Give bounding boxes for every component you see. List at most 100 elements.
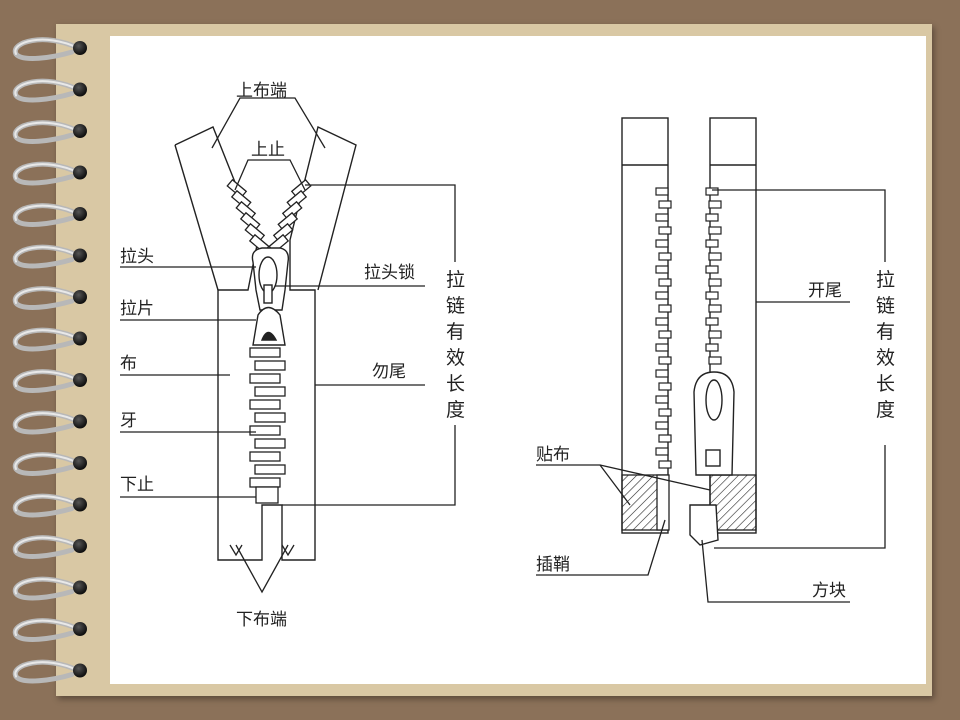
label-slider: 拉头 [120, 247, 154, 267]
tooth [705, 343, 719, 352]
top-stop-leader [234, 159, 306, 191]
binding-ring [12, 37, 87, 61]
lower-tape-end-leader [235, 544, 289, 594]
tooth [708, 226, 722, 235]
label-box: 方块 [812, 581, 846, 601]
diagram-sheet [110, 36, 926, 684]
tooth [254, 386, 286, 397]
tooth [239, 211, 261, 232]
box-leader [701, 539, 850, 603]
binding-ring [12, 327, 87, 352]
left-length-top [305, 184, 456, 262]
binding-ring [12, 659, 87, 684]
tooth [708, 278, 722, 287]
tooth [249, 373, 281, 384]
label-upper-tape-end: 上布端 [236, 81, 287, 101]
tooth [655, 187, 669, 196]
label-patch-tape: 贴布 [536, 445, 570, 465]
slider [251, 247, 290, 346]
tooth [655, 265, 669, 274]
label-bottom-stop: 下止 [120, 475, 154, 495]
lower-teeth [249, 347, 286, 488]
tooth [705, 239, 719, 248]
binding-ring [12, 618, 87, 642]
tooth [655, 395, 669, 404]
tooth [235, 200, 257, 221]
label-open-end: 开尾 [808, 281, 842, 301]
tooth [230, 189, 252, 210]
label-left-effective-length: 拉链有效长度 [446, 269, 465, 421]
binding-ring [12, 203, 87, 227]
label-closed-end: 勿尾 [372, 362, 406, 382]
insertion-pin-leader [536, 519, 666, 576]
tooth [290, 178, 312, 199]
binding-ring [12, 576, 87, 601]
tooth [655, 421, 669, 430]
binding-ring [12, 535, 87, 559]
tooth [655, 447, 669, 456]
tooth [272, 222, 294, 243]
tooth [705, 213, 719, 222]
right-slider [693, 371, 735, 476]
label-top-stop: 上止 [251, 140, 285, 160]
bottom-stop [255, 486, 279, 504]
label-insertion-pin: 插鞘 [536, 555, 570, 575]
tooth [249, 347, 281, 358]
tooth [708, 304, 722, 313]
tooth [226, 178, 248, 199]
pull-tab [252, 306, 286, 346]
binding-ring [12, 410, 87, 435]
tooth [655, 239, 669, 248]
tooth [708, 356, 722, 365]
tooth [655, 291, 669, 300]
tooth [708, 200, 722, 209]
tooth [254, 438, 286, 449]
right-length-bottom [714, 445, 886, 549]
tooth [708, 330, 722, 339]
right-left-teeth [655, 187, 672, 469]
tooth [658, 304, 672, 313]
tooth [658, 434, 672, 443]
tooth [658, 252, 672, 261]
right-right-teeth [705, 187, 722, 365]
binding-ring [12, 286, 87, 310]
patch-tape-leader-a [536, 464, 631, 506]
label-teeth: 牙 [120, 411, 137, 431]
tooth [249, 451, 281, 462]
left-length-bottom [282, 425, 456, 506]
tooth [249, 399, 281, 410]
binding-ring [12, 244, 87, 269]
upper-tape-end-leader [211, 97, 326, 149]
tooth [658, 278, 672, 287]
left-tape-left-edge [174, 144, 219, 291]
tooth [281, 200, 303, 221]
tooth [658, 330, 672, 339]
label-right-effective-length: 拉链有效长度 [876, 269, 895, 421]
tooth [655, 369, 669, 378]
label-tape: 布 [120, 354, 137, 374]
tooth [658, 226, 672, 235]
right-length-top [712, 189, 886, 262]
tooth [277, 211, 299, 232]
tooth [655, 343, 669, 352]
binding-ring [12, 120, 87, 144]
label-lower-tape-end: 下布端 [236, 610, 287, 630]
tooth [708, 252, 722, 261]
upper-left-teeth [226, 178, 270, 254]
tooth [254, 412, 286, 423]
tooth [249, 425, 281, 436]
binding-ring [12, 369, 87, 393]
box [689, 504, 719, 546]
binding-ring [12, 161, 87, 186]
tooth [705, 317, 719, 326]
tooth [655, 213, 669, 222]
patch-tape-right [709, 474, 757, 531]
tooth [705, 187, 719, 196]
binding-ring [12, 493, 87, 518]
tooth [705, 291, 719, 300]
insertion-pin [656, 474, 670, 531]
tooth [254, 360, 286, 371]
label-slider-lock: 拉头锁 [364, 263, 415, 283]
tooth [658, 382, 672, 391]
